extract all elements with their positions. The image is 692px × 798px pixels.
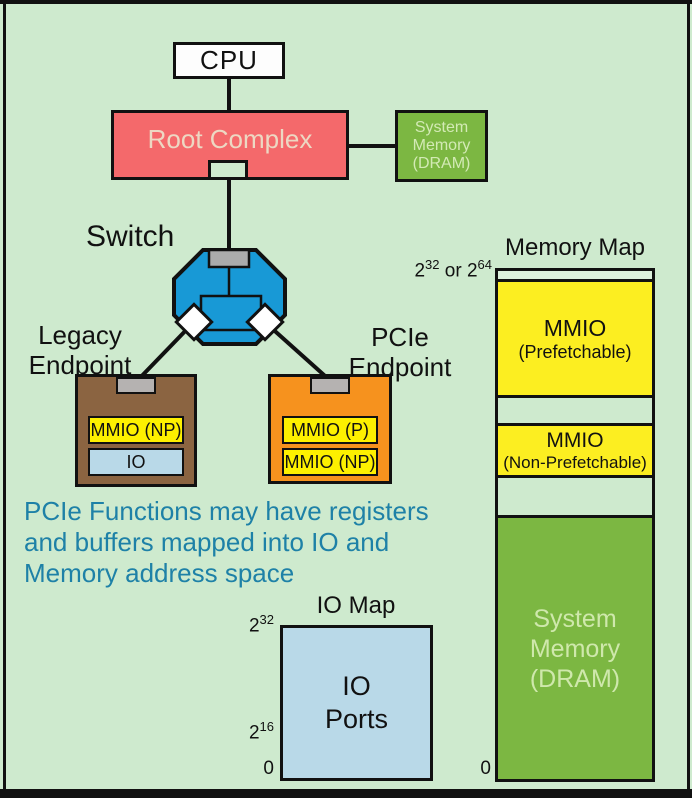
mmio-non-prefetchable-line1: MMIO — [546, 428, 604, 452]
switch-label: Switch — [86, 220, 175, 253]
memory-map-system-memory: System Memory (DRAM) — [498, 518, 652, 779]
root-complex-downstream-port — [208, 160, 248, 180]
io-map-box: IO Ports — [280, 625, 433, 781]
io-ports-line2: Ports — [324, 704, 389, 734]
io-upper-exp: 32 — [259, 612, 274, 627]
mm-upper-base1: 2 — [414, 260, 426, 282]
pcie-endpoint-port — [310, 377, 350, 394]
system-memory-line2: Memory — [412, 137, 471, 154]
pcie-mmio-p-label: MMIO (P) — [291, 419, 369, 440]
mm-upper-exp2: 64 — [477, 257, 492, 272]
switch-downstream-port-left — [174, 302, 214, 342]
memory-map-mmio-prefetchable: MMIO (Prefetchable) — [498, 282, 652, 398]
pcie-endpoint-label: PCIe Endpoint — [320, 322, 480, 382]
mm-upper-exp1: 32 — [425, 257, 440, 272]
legacy-endpoint-port — [116, 377, 156, 394]
note-line3: Memory address space — [24, 558, 295, 588]
switch-downstream-port-right — [245, 302, 285, 342]
io-mid-base: 2 — [248, 722, 260, 744]
legacy-endpoint-region-mmio-np: MMIO (NP) — [88, 416, 184, 444]
mmio-prefetchable-line2: (Prefetchable) — [518, 341, 632, 362]
root-complex-box: Root Complex — [111, 110, 349, 180]
switch-upstream-port — [207, 248, 251, 269]
cpu-label: CPU — [200, 45, 258, 75]
memory-map-gap-2 — [498, 478, 652, 518]
pcie-endpoint-label-line1: PCIe — [371, 322, 429, 352]
legacy-io-label: IO — [126, 451, 146, 472]
frame-right-border — [687, 0, 690, 798]
mm-system-memory-line2: Memory — [529, 634, 621, 663]
memory-map-zero-label: 0 — [480, 758, 491, 779]
note-line2: and buffers mapped into IO and — [24, 527, 390, 557]
legacy-endpoint-box: MMIO (NP) IO — [75, 374, 197, 487]
legacy-mmio-np-label: MMIO (NP) — [90, 419, 182, 440]
io-upper-base: 2 — [248, 615, 260, 637]
mm-system-memory-line3: (DRAM) — [529, 664, 621, 693]
io-map-title: IO Map — [316, 592, 396, 619]
io-mid-exp: 16 — [259, 719, 274, 734]
switch-node — [172, 248, 287, 346]
memory-map-mmio-non-prefetchable: MMIO (Non-Prefetchable) — [498, 426, 652, 478]
mm-upper-mid: or 2 — [439, 260, 478, 282]
frame-left-border — [3, 0, 6, 798]
mmio-non-prefetchable-line2: (Non-Prefetchable) — [503, 452, 647, 472]
memory-map-gap-1 — [498, 398, 652, 426]
memory-map-column: MMIO (Prefetchable) MMIO (Non-Prefetchab… — [495, 268, 655, 782]
note-text: PCIe Functions may have registers and bu… — [24, 496, 504, 589]
root-complex-label: Root Complex — [147, 123, 313, 154]
system-memory-line3: (DRAM) — [412, 155, 471, 172]
note-line1: PCIe Functions may have registers — [24, 496, 429, 526]
memory-map-upper-bound-label: 232 or 264 — [386, 257, 492, 282]
io-map-zero-label: 0 — [263, 758, 274, 779]
cpu-box: CPU — [173, 42, 285, 79]
io-ports-line1: IO — [342, 671, 371, 701]
mm-system-memory-line1: System — [533, 604, 617, 633]
legacy-endpoint-label-line1: Legacy — [38, 320, 122, 350]
io-map-upper-bound-label: 232 — [206, 612, 274, 637]
memory-map-reserved-strip — [498, 271, 652, 282]
legacy-endpoint-label: Legacy Endpoint — [0, 320, 160, 380]
pcie-endpoint-region-mmio-p: MMIO (P) — [282, 416, 378, 444]
frame-bottom-border — [0, 789, 692, 798]
pcie-endpoint-box: MMIO (P) MMIO (NP) — [268, 374, 392, 484]
pcie-mmio-np-label: MMIO (NP) — [284, 451, 376, 472]
pcie-endpoint-region-mmio-np: MMIO (NP) — [282, 448, 378, 476]
io-map-mid-bound-label: 216 — [206, 719, 274, 744]
frame-top-border — [0, 0, 692, 4]
mmio-prefetchable-line1: MMIO — [543, 314, 607, 341]
system-memory-line1: System — [414, 119, 469, 136]
legacy-endpoint-region-io: IO — [88, 448, 184, 476]
system-memory-box: System Memory (DRAM) — [395, 110, 488, 182]
memory-map-title: Memory Map — [504, 234, 646, 261]
